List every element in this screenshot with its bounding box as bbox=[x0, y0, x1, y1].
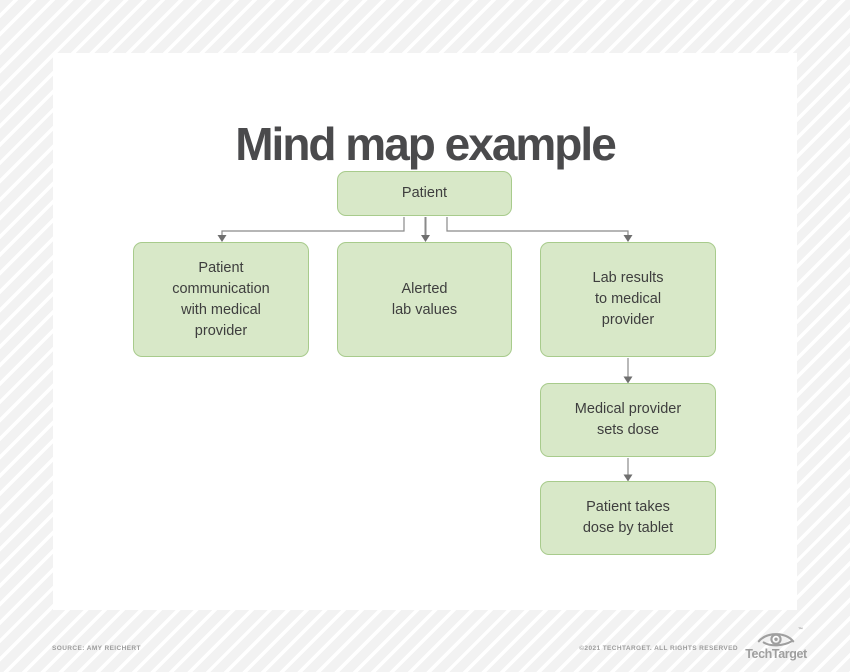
mindmap-node-patient-communication: Patient communication with medical provi… bbox=[133, 242, 309, 357]
mindmap-node-patient-takes-dose: Patient takes dose by tablet bbox=[540, 481, 716, 555]
mindmap-node-lab-results: Lab results to medical provider bbox=[540, 242, 716, 357]
source-credit: SOURCE: AMY REICHERT bbox=[52, 645, 141, 652]
brand-wordmark: TechTarget bbox=[745, 647, 807, 661]
eye-icon bbox=[757, 633, 795, 647]
mindmap-node-patient: Patient bbox=[337, 171, 512, 216]
node-label: Patient takes dose by tablet bbox=[582, 499, 674, 536]
page-title: Mind map example bbox=[235, 117, 617, 170]
node-label: Patient communication with medical provi… bbox=[172, 259, 270, 339]
copyright-text: ©2021 TECHTARGET. ALL RIGHTS RESERVED bbox=[579, 645, 738, 652]
node-label: Medical provider sets dose bbox=[574, 401, 682, 438]
mindmap-node-alerted-lab-values: Alerted lab values bbox=[337, 242, 512, 357]
node-label: Lab results to medical provider bbox=[592, 270, 664, 328]
node-label: Patient bbox=[401, 185, 448, 201]
trademark-symbol: ™ bbox=[798, 627, 803, 633]
mindmap-node-medical-provider-sets-dose: Medical provider sets dose bbox=[540, 383, 716, 457]
footer-right-group: ©2021 TECHTARGET. ALL RIGHTS RESERVED ™ … bbox=[579, 627, 807, 661]
node-label: Alerted lab values bbox=[391, 280, 458, 318]
techtarget-logo: ™ TechTarget bbox=[745, 627, 807, 661]
